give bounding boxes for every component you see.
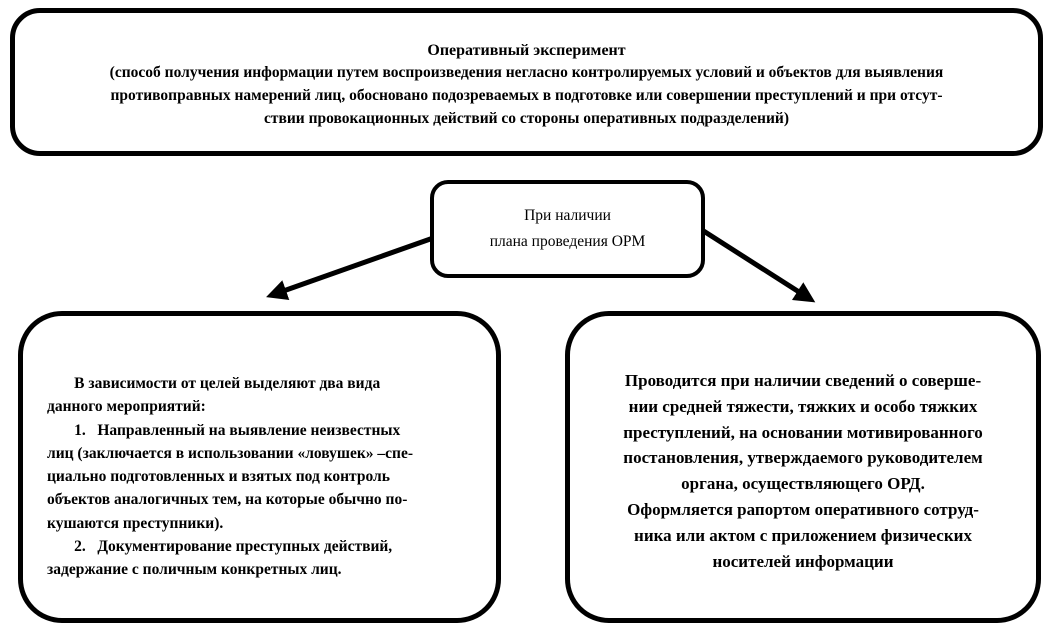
definition-box: Оперативный эксперимент (способ получени… [10,8,1043,156]
arrow-to-left-box [266,234,437,300]
definition-body: (способ получения информации путем воспр… [109,64,944,128]
definition-title: Оперативный эксперимент [427,42,626,59]
condition-box: При наличии плана проведения ОРМ [430,180,705,278]
arrow-to-right-box [700,227,816,303]
kinds-box: В зависимости от целей выделяют два вида… [18,311,501,623]
grounds-box: Проводится при наличии сведений о соверш… [565,311,1041,623]
